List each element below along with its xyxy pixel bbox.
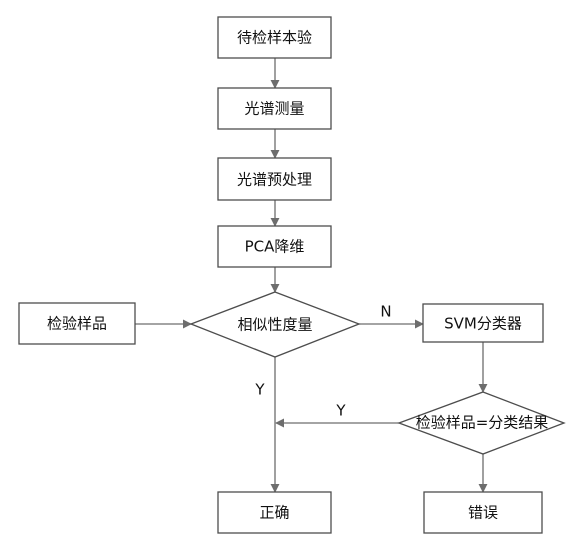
sample-equals-result-decision: 检验样品=分类结果 bbox=[397, 391, 566, 455]
spectral-measurement-label: 光谱测量 bbox=[244, 100, 304, 118]
spectral-measurement-node: 光谱测量 bbox=[217, 87, 332, 130]
similarity-measure-decision: 相似性度量 bbox=[189, 291, 361, 358]
pca-reduction-label: PCA降维 bbox=[245, 238, 305, 256]
correct-label: 正确 bbox=[259, 504, 289, 522]
edge-label-yes-branch: Y bbox=[335, 402, 346, 420]
edge-label-yes-main: Y bbox=[254, 381, 265, 399]
correct-node: 正确 bbox=[217, 491, 332, 534]
svm-classifier-label: SVM分类器 bbox=[444, 315, 522, 333]
similarity-measure-label: 相似性度量 bbox=[237, 316, 312, 334]
error-label: 错误 bbox=[468, 504, 498, 522]
spectral-preprocessing-node: 光谱预处理 bbox=[217, 157, 332, 201]
spectral-preprocessing-label: 光谱预处理 bbox=[237, 171, 312, 189]
sample-to-test-node: 待检样本验 bbox=[217, 16, 332, 59]
error-node: 错误 bbox=[423, 491, 543, 534]
svm-classifier-node: SVM分类器 bbox=[422, 303, 544, 343]
edge-label-no: N bbox=[380, 303, 391, 321]
sample-to-test-label: 待检样本验 bbox=[237, 29, 312, 47]
test-sample-node: 检验样品 bbox=[18, 302, 136, 345]
sample-equals-result-label: 检验样品=分类结果 bbox=[416, 414, 549, 432]
test-sample-label: 检验样品 bbox=[47, 315, 107, 333]
pca-reduction-node: PCA降维 bbox=[217, 225, 332, 268]
